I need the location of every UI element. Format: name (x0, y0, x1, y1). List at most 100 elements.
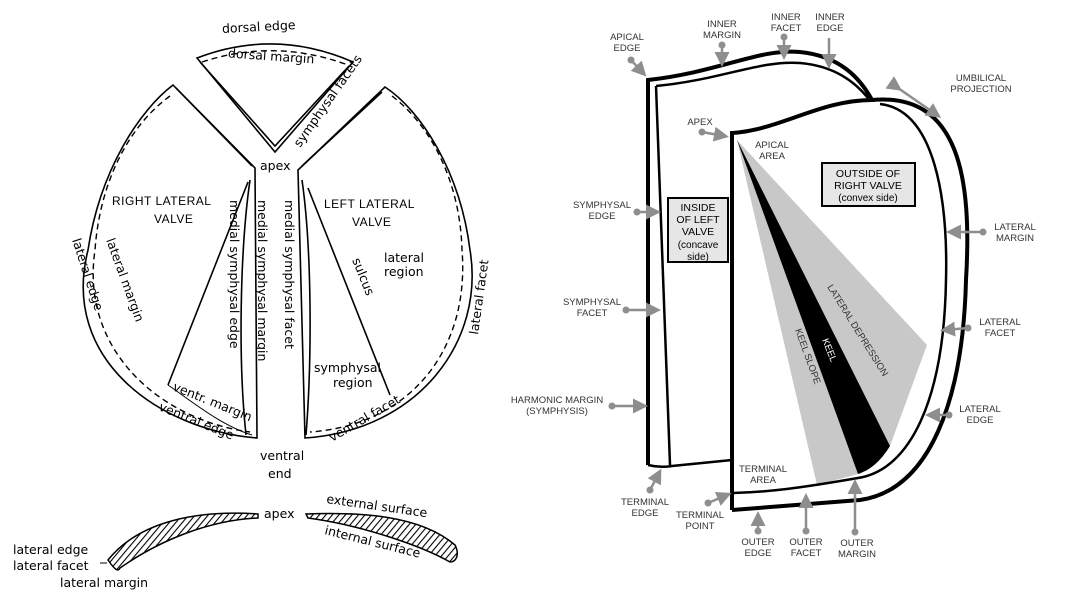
callout-text: FACET (985, 328, 1016, 339)
ventral-facet-label: ventral facet (326, 392, 403, 445)
callout-text: MARGIN (996, 233, 1034, 244)
medial-symphysal-edge-label: medial symphysal edge (227, 200, 242, 349)
callout-text: LATERAL (959, 404, 1001, 415)
sulcus-label: sulcus (349, 256, 378, 298)
callout-apex: APEX (687, 117, 729, 142)
callout-text: INNER (815, 12, 845, 23)
callout-text: APEX (687, 117, 713, 128)
right-valve-diagram: INSIDE OF LEFT VALVE (concave side) OUTS… (511, 12, 1036, 560)
left-lateral-valve-outline (297, 85, 473, 439)
callout-terminal-point: TERMINAL POINT (676, 491, 732, 532)
callout-symphysal-edge: SYMPHYSAL EDGE (573, 200, 661, 222)
apical-area-label: APICAL (755, 140, 789, 151)
callout-text: PROJECTION (950, 84, 1011, 95)
apical-area-label: AREA (759, 151, 786, 162)
inside-left-valve-line: OF LEFT (676, 214, 720, 226)
callout-text: INNER (707, 19, 737, 30)
right-valve-shape (730, 97, 970, 512)
right-lateral-valve-outline (82, 83, 258, 439)
left-lateral-valve-label-2: VALVE (352, 215, 391, 229)
callout-text: SYMPHYSAL (573, 200, 631, 211)
callout-apical-edge: APICAL EDGE (610, 32, 647, 77)
outside-right-valve-line: OUTSIDE OF (836, 168, 900, 180)
callout-symphysal-facet: SYMPHYSAL FACET (563, 297, 661, 319)
callout-text: EDGE (745, 548, 772, 559)
callout-text: EDGE (589, 211, 616, 222)
inside-left-valve-line: VALVE (682, 226, 714, 238)
dorsal-edge-label: dorsal edge (222, 17, 297, 36)
ventral-end-label-1: ventral (260, 448, 304, 463)
right-lateral-valve-label-1: RIGHT LATERAL (112, 194, 211, 208)
callout-text: POINT (685, 521, 714, 532)
callout-text: TERMINAL (676, 510, 724, 521)
callout-outer-facet: OUTER FACET (789, 493, 823, 559)
callout-text: TERMINAL (621, 497, 669, 508)
callout-text: OUTER (741, 537, 774, 548)
callout-text: HARMONIC MARGIN (511, 395, 604, 406)
dorsal-margin-label: dorsal margin (228, 45, 315, 66)
callout-text: EDGE (817, 23, 844, 34)
cs-apex-label: apex (264, 506, 294, 521)
cs-lateral-margin-label: lateral margin (60, 575, 148, 590)
callout-text: FACET (577, 308, 608, 319)
callout-text: SYMPHYSAL (563, 297, 621, 308)
apex-label: apex (260, 158, 290, 173)
callout-inner-edge: INNER EDGE (815, 12, 845, 69)
terminal-area-label: AREA (750, 475, 777, 486)
callout-text: LATERAL (994, 222, 1036, 233)
callout-lateral-facet: LATERAL FACET (940, 317, 1021, 339)
callout-umbilical-projection: UMBILICAL PROJECTION (885, 73, 1012, 118)
inside-left-valve-line: (concave (678, 240, 719, 251)
callout-outer-edge: OUTER EDGE (741, 511, 775, 559)
right-lateral-valve-label-2: VALVE (154, 212, 193, 226)
callout-text: FACET (791, 548, 822, 559)
callout-text: LATERAL (979, 317, 1021, 328)
outside-right-valve-line: RIGHT VALVE (834, 180, 902, 192)
callout-lateral-edge: LATERAL EDGE (925, 404, 1001, 426)
cross-section-diagram: apex external surface internal surface l… (13, 491, 458, 590)
inside-left-valve-line: side) (687, 252, 709, 263)
left-lateral-valve-label-1: LEFT LATERAL (324, 197, 415, 211)
lateral-region-label-2: region (384, 264, 424, 279)
callout-lateral-margin: LATERAL MARGIN (946, 222, 1036, 244)
callout-harmonic-margin: HARMONIC MARGIN (SYMPHYSIS) (511, 395, 648, 417)
callouts: APICAL EDGE INNER MARGIN INNER FACET INN… (511, 12, 1036, 560)
symphysal-region-label-1: symphysal (314, 360, 381, 375)
terminal-area-label: TERMINAL (739, 464, 787, 475)
callout-text: UMBILICAL (956, 73, 1006, 84)
callout-inner-margin: INNER MARGIN (703, 19, 741, 67)
medial-symphysal-margin-label: medial symphysal margin (255, 200, 270, 361)
lateral-edge-label: lateral edge (69, 236, 107, 312)
callout-inner-facet: INNER FACET (771, 12, 802, 60)
cs-lateral-edge-label: lateral edge (13, 542, 89, 557)
lateral-depression-area (737, 140, 927, 485)
keel-area (737, 140, 890, 474)
callout-text: OUTER (840, 538, 873, 549)
callout-text: MARGIN (838, 549, 876, 560)
callout-text: INNER (771, 12, 801, 23)
symphysal-facets-label: symphysal facets (290, 52, 365, 150)
callout-text: FACET (771, 23, 802, 34)
callout-text: (SYMPHYSIS) (526, 406, 588, 417)
outside-right-valve-box: OUTSIDE OF RIGHT VALVE (convex side) (821, 162, 916, 207)
callout-outer-margin: OUTER MARGIN (838, 479, 876, 560)
dorsal-wedge (195, 43, 355, 154)
lateral-region-label-1: lateral (384, 250, 424, 265)
cs-lateral-facet-label: lateral facet (13, 558, 89, 573)
cross-section-right-half (304, 512, 458, 563)
outside-right-valve-line: (convex side) (838, 193, 897, 204)
left-valve-diagram: dorsal edge dorsal margin symphysal face… (69, 17, 491, 481)
callout-text: EDGE (632, 508, 659, 519)
callout-text: EDGE (614, 43, 641, 54)
inside-left-valve-box: INSIDE OF LEFT VALVE (concave side) (667, 197, 729, 263)
symphysal-region-label-2: region (333, 375, 373, 390)
callout-text: OUTER (789, 537, 822, 548)
callout-text: EDGE (967, 415, 994, 426)
callout-terminal-edge: TERMINAL EDGE (621, 468, 669, 519)
callout-text: MARGIN (703, 30, 741, 41)
callout-text: APICAL (610, 32, 644, 43)
inside-left-valve-line: INSIDE (680, 202, 715, 214)
lateral-margin-label: lateral margin (103, 236, 147, 324)
medial-symphysal-facet-label: medial symphysal facet (282, 200, 297, 349)
